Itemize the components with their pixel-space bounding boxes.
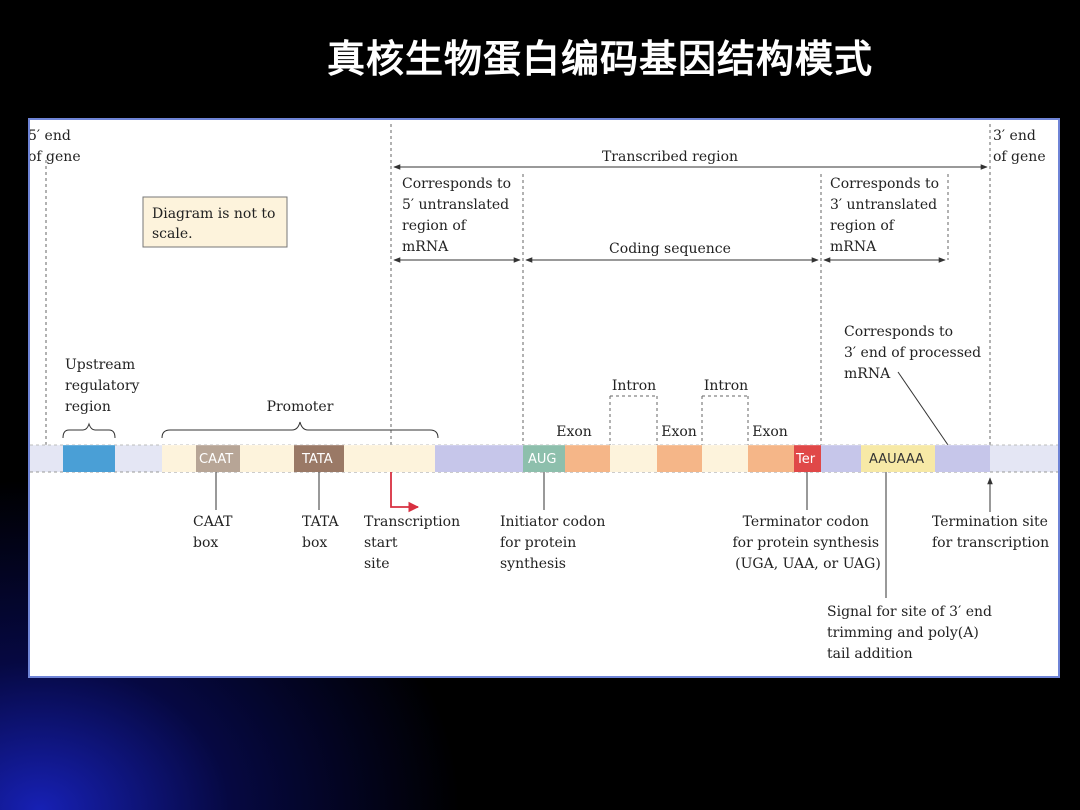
ter-box-text: Ter bbox=[795, 452, 816, 467]
intron-label-2: Intron bbox=[704, 378, 748, 394]
tata-box-text: TATA bbox=[301, 452, 333, 467]
exon-2-segment bbox=[657, 445, 702, 472]
utr3-label: Corresponds to 3′ untranslated region of… bbox=[830, 176, 944, 255]
utr5-segment bbox=[435, 445, 523, 472]
processed-end-pointer bbox=[897, 371, 949, 446]
caat-box-label: CAAT box bbox=[193, 514, 237, 551]
caat-box-text: CAAT bbox=[199, 452, 233, 467]
tata-box-label: TATA box bbox=[302, 514, 343, 551]
gene-structure-diagram: 5′ end of gene 3′ end of gene Transcribe… bbox=[30, 124, 1058, 662]
guide-lines bbox=[45, 124, 991, 460]
gene-bar: CAAT TATA AUG Ter AAUAAA bbox=[30, 444, 1058, 473]
aauaaa-segment bbox=[861, 445, 935, 472]
gene-structure-figure: 5′ end of gene 3′ end of gene Transcribe… bbox=[28, 118, 1060, 678]
transcription-start-arrow bbox=[390, 472, 420, 513]
initiator-codon-label: Initiator codon for protein synthesis bbox=[500, 514, 610, 572]
tata-box-segment bbox=[294, 445, 344, 472]
five-prime-end-label: 5′ end of gene bbox=[30, 128, 81, 165]
caat-box-segment bbox=[196, 445, 240, 472]
utr5-label: Corresponds to 5′ untranslated region of… bbox=[402, 176, 516, 255]
exon-3-segment bbox=[748, 445, 794, 472]
three-prime-end-label: 3′ end of gene bbox=[993, 128, 1046, 165]
polya-signal-label: Signal for site of 3′ end trimming and p… bbox=[827, 604, 996, 662]
upstream-regulatory-label: Upstream regulatory region bbox=[65, 357, 144, 415]
promoter-bracket bbox=[161, 421, 439, 439]
promoter-label: Promoter bbox=[267, 399, 334, 415]
intron-1-segment bbox=[610, 445, 657, 472]
processed-3prime-end-label: Corresponds to 3′ end of processed mRNA bbox=[844, 324, 986, 382]
exon-label-3: Exon bbox=[752, 424, 788, 440]
ter-segment bbox=[794, 445, 821, 472]
intron-2-segment bbox=[702, 445, 748, 472]
transcription-start-site-label: Transcription start site bbox=[364, 514, 465, 572]
exon-label-1: Exon bbox=[556, 424, 592, 440]
not-to-scale-note: Diagram is not to scale. bbox=[142, 196, 288, 248]
exon-label-2: Exon bbox=[661, 424, 697, 440]
aauaaa-box-text: AAUAAA bbox=[869, 452, 924, 467]
transcribed-region-label: Transcribed region bbox=[602, 149, 738, 165]
aug-segment bbox=[523, 445, 565, 472]
upstream-regulatory-segment bbox=[63, 445, 115, 472]
termination-site-label: Termination site for transcription bbox=[932, 514, 1052, 551]
exon-1-segment bbox=[565, 445, 610, 472]
terminator-codon-label: Terminator codon for protein synthesis (… bbox=[732, 514, 883, 572]
pointer-lines bbox=[215, 472, 887, 598]
svg-text:Diagram is not to scale.: Diagram is not to scale. bbox=[152, 206, 280, 242]
intron-label-1: Intron bbox=[612, 378, 656, 394]
slide-title: 真核生物蛋白编码基因结构模式 bbox=[326, 37, 873, 81]
aug-box-text: AUG bbox=[528, 452, 556, 467]
coding-sequence-label: Coding sequence bbox=[609, 241, 731, 257]
upstream-bracket bbox=[62, 422, 116, 439]
